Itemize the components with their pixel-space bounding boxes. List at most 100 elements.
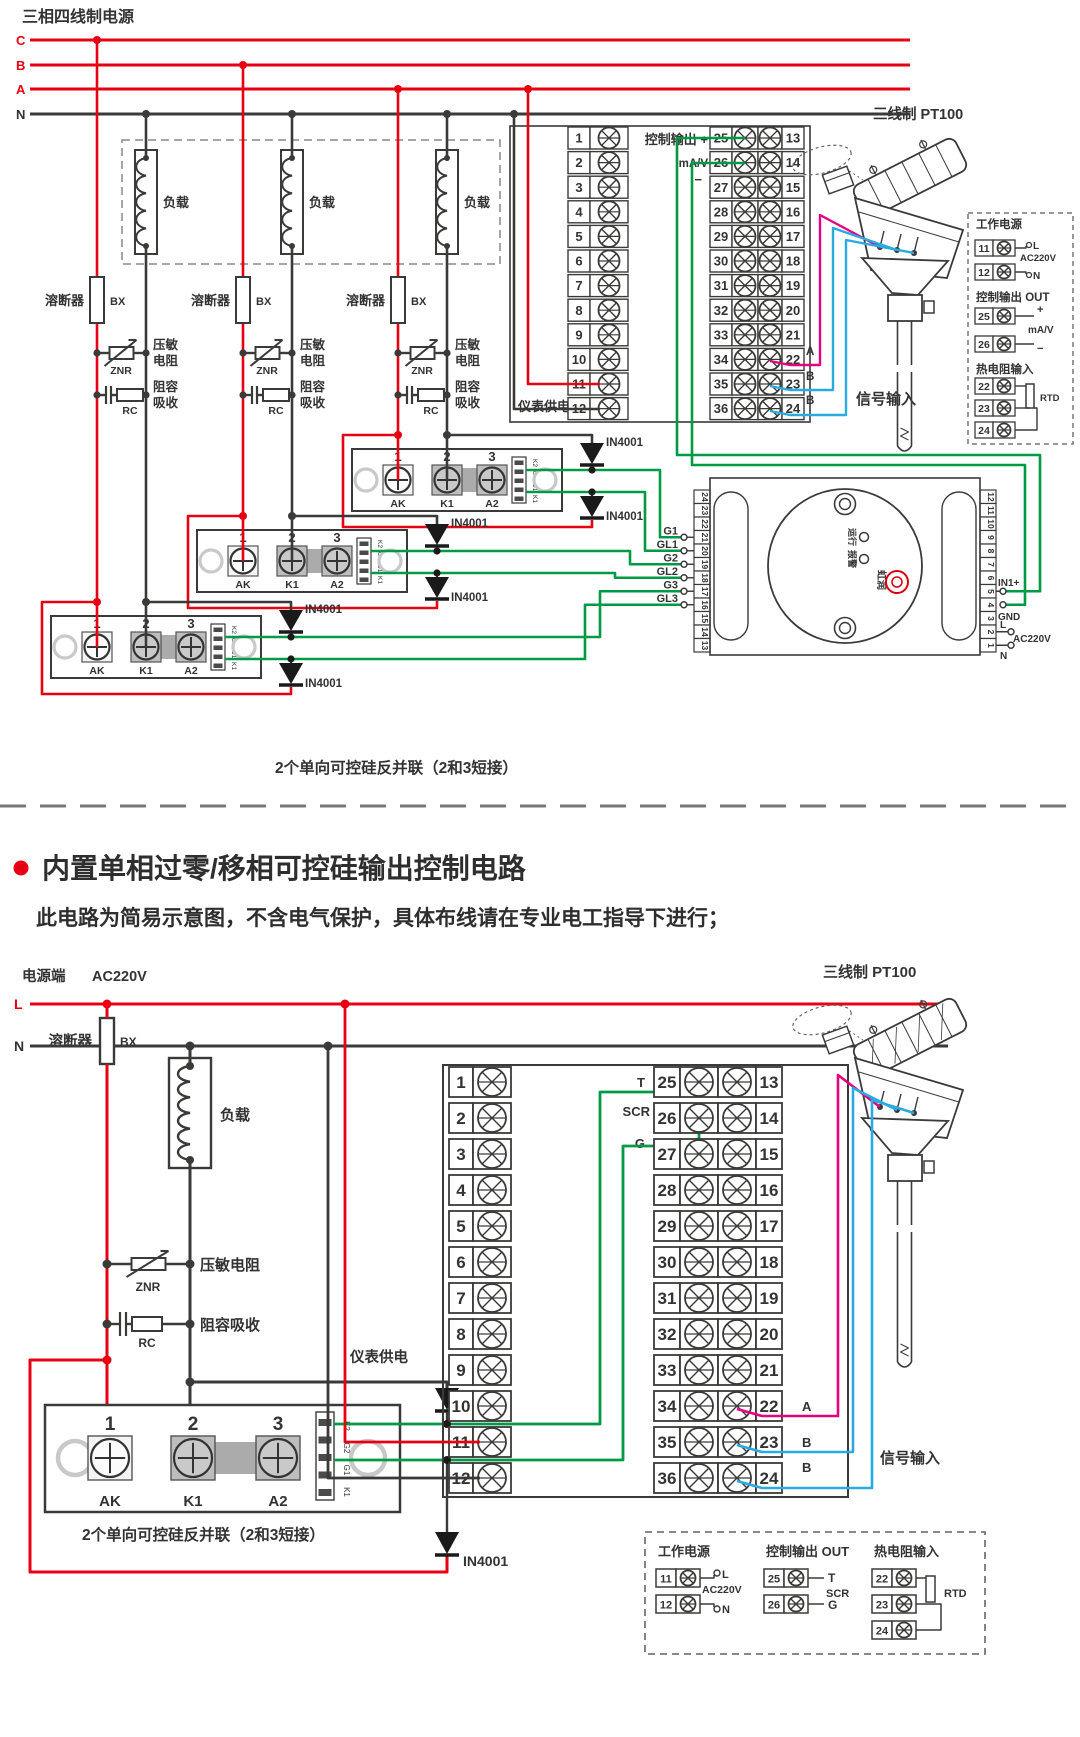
- controller-terminal: 18: [700, 573, 710, 583]
- module-terminal-label: AK: [235, 579, 251, 591]
- brand-label: 虹润: [875, 570, 888, 590]
- s2-g-label: G: [635, 1136, 645, 1151]
- infobox-rtd: RTD: [1040, 393, 1060, 404]
- module-strip-label: K2: [230, 626, 237, 634]
- terminal-number: 3: [456, 1145, 465, 1164]
- infobox-l: L: [722, 1569, 729, 1581]
- s2-rc-code: RC: [138, 1336, 156, 1350]
- fuse-label-1: 溶断器: [45, 293, 85, 308]
- controller-terminal: 14: [700, 627, 710, 637]
- terminal-number: 5: [575, 229, 582, 244]
- infobox-terminal: 26: [978, 339, 990, 351]
- rc-label-3a: 阻容: [455, 379, 481, 394]
- terminal-number: 14: [786, 155, 801, 170]
- infobox-scr: SCR: [826, 1588, 849, 1600]
- s1-instrument-feed: [510, 85, 600, 411]
- terminal-number: 16: [760, 1181, 779, 1200]
- s1-signal-input-label: 信号输入: [856, 390, 916, 408]
- infobox-mav: mA/V: [1028, 325, 1054, 336]
- fuse: [390, 276, 406, 324]
- infobox-terminal: 12: [978, 267, 990, 279]
- gate-label: GL2: [657, 566, 678, 578]
- s2-pt100-sensor: [792, 997, 968, 1368]
- controller-terminal: 17: [700, 587, 710, 597]
- znr-code-1: ZNR: [110, 365, 132, 377]
- terminal-number: 7: [575, 278, 582, 293]
- terminal-number: 29: [658, 1217, 677, 1236]
- s2-subheading: 此电路为简易示意图，不含电气保护，具体布线请在专业电工指导下进行；: [36, 906, 729, 930]
- s2-voltage-label: AC220V: [92, 969, 147, 985]
- terminal-number: 19: [760, 1289, 779, 1308]
- terminal-number: 2: [456, 1109, 465, 1128]
- controller-terminal: 13: [700, 641, 710, 651]
- ctrl-in1-label: IN1+: [998, 578, 1020, 589]
- controller-terminal: 15: [700, 614, 710, 624]
- terminal-number: 33: [658, 1361, 677, 1380]
- terminal-number: 27: [714, 180, 728, 195]
- ctrl-l-label: L: [1000, 620, 1006, 631]
- module-terminal-label: A2: [485, 498, 499, 510]
- diode-label: IN4001: [451, 592, 489, 604]
- terminal-number: 26: [658, 1109, 677, 1128]
- phase-label-a: A: [16, 82, 26, 97]
- terminal-number: 24: [760, 1469, 779, 1488]
- terminal-number: 8: [456, 1325, 465, 1344]
- terminal-number: 10: [452, 1397, 471, 1416]
- module-terminal-label: K1: [183, 1493, 202, 1510]
- phase-label-c: C: [16, 33, 26, 48]
- s2-junction-dots: [102, 999, 350, 1387]
- controller-terminal: 4: [986, 603, 996, 608]
- s2-power-lines: [30, 1002, 948, 1048]
- s2-power-label: 电源端: [22, 967, 66, 985]
- phase-label-n: N: [16, 107, 25, 122]
- controller-terminal: 5: [986, 589, 996, 594]
- infobox-title: 工作电源: [658, 1544, 710, 1559]
- infobox-terminal: 24: [978, 425, 990, 437]
- infobox-title: 热电阻输入: [976, 362, 1034, 376]
- terminal-number: 29: [714, 229, 728, 244]
- terminal-number: 18: [786, 254, 800, 269]
- rc-label-2a: 阻容: [300, 379, 326, 394]
- terminal-number: 1: [456, 1073, 465, 1092]
- terminal-number: 36: [714, 401, 728, 416]
- module-terminal-label: K1: [285, 579, 299, 591]
- terminal-number: 31: [658, 1289, 677, 1308]
- s2-load: [167, 1056, 213, 1170]
- ctrl-ac-label: AC220V: [1013, 634, 1051, 645]
- terminal-number: 8: [575, 303, 582, 318]
- controller-terminal: 9: [986, 535, 996, 540]
- s2-wire-b1-label: B: [802, 1435, 811, 1450]
- fuse-code-3: BX: [411, 296, 427, 308]
- gate-label: GL3: [657, 593, 678, 605]
- diode-label: IN4001: [305, 604, 343, 616]
- infobox-ac: AC220V: [1020, 253, 1057, 264]
- terminal-number: 4: [456, 1181, 466, 1200]
- terminal-number: 3: [575, 180, 582, 195]
- terminal-number: 16: [786, 204, 800, 219]
- s2-rc-label: 阻容吸收: [200, 1316, 260, 1334]
- infobox-title: 工作电源: [976, 217, 1022, 231]
- s2-n-label: N: [14, 1038, 24, 1054]
- varistor-label-1a: 压敏: [153, 337, 179, 352]
- module-strip-label: K2: [376, 540, 383, 548]
- s2-caption: 2个单向可控硅反并联（2和3短接）: [82, 1525, 325, 1544]
- s1-sensor-wires: [769, 213, 915, 417]
- terminal-number: 6: [456, 1253, 465, 1272]
- terminal-number: 20: [786, 303, 800, 318]
- fuse: [89, 276, 105, 324]
- terminal-number: 15: [760, 1145, 779, 1164]
- infobox-n: N: [722, 1604, 730, 1616]
- module-strip-label: K1: [376, 576, 383, 584]
- s1-load-zone: [121, 139, 501, 265]
- s1-junction-dots: [93, 36, 451, 399]
- s1-supply-label: 仪表供电: [517, 399, 570, 414]
- terminal-number: 5: [456, 1217, 465, 1236]
- infobox-terminal: 22: [876, 1574, 888, 1586]
- s1-pt100-title: 三线制 PT100: [873, 105, 963, 123]
- module-strip-label: K2: [531, 459, 538, 467]
- terminal-number: 24: [786, 401, 801, 416]
- terminal-number: 30: [658, 1253, 677, 1272]
- s1-caption: 2个单向可控硅反并联（2和3短接）: [275, 758, 518, 777]
- terminal-number: 2: [575, 155, 582, 170]
